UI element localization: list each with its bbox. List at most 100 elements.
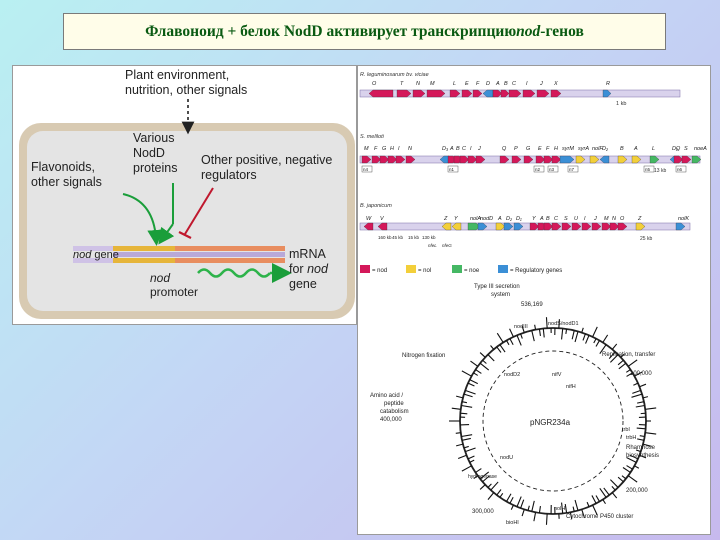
r-leg-letter-3: M: [430, 81, 435, 87]
plasmid-tick-19: [609, 479, 619, 488]
s-mel-letter-28: noeA: [694, 146, 707, 152]
plasmid-tick-5: [637, 438, 645, 441]
plasmid-tick-121: [582, 333, 586, 341]
plasmid-tick-114: [558, 319, 560, 329]
r-leg-gene-14: [602, 89, 612, 98]
b-jap-gene-16: [591, 222, 602, 231]
plasmid-tick-30: [581, 509, 586, 519]
plasmid-cytochrome: Cytochrome P450 cluster: [566, 514, 633, 520]
plasmid-tick-66: [457, 454, 467, 460]
plasmid-rhamnose: Rhamnose: [626, 445, 656, 451]
b-jap-letter-17: M: [604, 216, 609, 222]
plasmid-tick-119: [574, 331, 579, 343]
plasmid-tick-63: [461, 465, 472, 472]
b-jap-letter-19: O: [620, 216, 625, 222]
b-jap-label: B. japonicum: [360, 203, 392, 209]
r-leg-gene-1: [396, 89, 412, 98]
flavonoids-line1: Flavonoids,: [31, 160, 95, 174]
s-mel-box-label-5: n5: [645, 167, 651, 172]
plasmid-tick-90: [470, 360, 479, 367]
plasmid-tick-93: [479, 352, 486, 358]
b-jap-gene-2: [441, 222, 452, 231]
plasmid-tick-104: [520, 333, 523, 339]
plasmid-biohi: bioHI: [506, 520, 519, 526]
plasmid-tick-13: [626, 465, 633, 470]
b-jap-gene-21: [675, 222, 686, 231]
s-mel-letter-12: Q: [502, 146, 507, 152]
plasmid-tick-135: [627, 359, 638, 367]
s-mel-gene-20: [589, 155, 600, 164]
b-jap-gene-12: [551, 222, 562, 231]
legend-regulatory: = Regulatory genes: [510, 268, 562, 274]
b-jap-letter-21: nolK: [678, 216, 689, 222]
plasmid-tick-10: [629, 454, 639, 460]
s-mel-gene-19: [575, 155, 586, 164]
regulation-svg: Plant environment, nutrition, other sign…: [19, 68, 355, 319]
s-mel-box-4: [567, 165, 579, 173]
plasmid-300000: 300,000: [472, 509, 494, 515]
r-leg-gene-6: [472, 89, 483, 98]
legend-noe-swatch: [452, 265, 462, 273]
plasmid-tick-137: [626, 372, 633, 377]
regulation-diagram: Plant environment, nutrition, other sign…: [12, 65, 357, 325]
title-prefix: Флавоноид + белок NodD активирует транск…: [145, 22, 517, 40]
plasmid-tick-88: [473, 372, 479, 376]
s-mel-letter-2: G: [382, 146, 387, 152]
dna-promoter-mid: [113, 252, 175, 257]
s-mel-gene-2: [379, 155, 390, 164]
b-jap-letter-20: Z: [637, 216, 642, 222]
plasmid-tick-116: [565, 328, 568, 335]
s-mel-gene-17: [551, 155, 562, 164]
plasmid-tick-126: [602, 334, 609, 343]
b-jap-gene-9: [529, 222, 540, 231]
title-italic: nod: [516, 22, 541, 40]
s-mel-box-label-6: n6: [677, 167, 683, 172]
plasmid-type3: Type III secretion: [474, 284, 520, 290]
dna-left-bot: [73, 258, 113, 263]
plasmid-tick-118: [571, 330, 575, 340]
mrna-wave: [197, 268, 271, 278]
s-mel-gene-10: [467, 155, 478, 164]
plasmid-tick-35: [561, 502, 564, 514]
plasmid-hydrogenase: hydrogenase: [468, 474, 497, 480]
title-suffix: -генов: [540, 22, 584, 40]
plasmid-gene-ticks: [449, 317, 657, 525]
plasmid-tick-83: [464, 389, 476, 395]
legend-nol: = nol: [418, 268, 431, 274]
plasmid-tick-144: [642, 396, 649, 399]
plasmid-tick-16: [621, 475, 627, 480]
b-jap-letter-16: J: [593, 216, 597, 222]
b-jap-sub-4: nfeL: [428, 243, 437, 248]
flavonoids-line2: other signals: [31, 175, 102, 189]
plasmid-catabolism: catabolism: [380, 409, 409, 415]
s-mel-box-0: [361, 165, 373, 173]
b-jap-letter-13: S: [564, 216, 568, 222]
r-leg-gene-2: [412, 89, 426, 98]
legend-nol-swatch: [406, 265, 416, 273]
b-jap-gene-17: [601, 222, 612, 231]
plasmid-tick-58: [482, 475, 490, 483]
s-mel-letter-6: D₃: [442, 146, 449, 152]
b-jap-gene-18: [609, 222, 620, 231]
plasmid-amino: Amino acid /: [370, 393, 403, 399]
various-line3: proteins: [133, 161, 177, 175]
s-mel-scale: 13 kb: [654, 168, 666, 174]
b-jap-sub-2: 15 kb: [408, 235, 420, 240]
legend-reg-swatch: [498, 265, 508, 273]
r-leg-letter-13: X: [553, 81, 558, 87]
s-mel-letter-17: H: [554, 146, 558, 152]
plasmid-tick-23: [599, 488, 607, 498]
s-mel-letter-15: E: [538, 146, 542, 152]
plasmid-nods: nodS/nodD1: [548, 321, 579, 327]
plasmid-tick-49: [509, 496, 514, 504]
plasmid-tick-77: [460, 412, 468, 415]
b-jap-gene-11: [543, 222, 554, 231]
b-jap-genes: [363, 222, 686, 231]
plasmid-200000: 200,000: [626, 488, 648, 494]
r-leg-letter-10: C: [512, 81, 516, 87]
flavonoid-arrow: [122, 193, 164, 246]
nod-promoter-italic: nod: [150, 271, 170, 285]
plasmid-tick-145: [637, 401, 645, 404]
s-mel-letter-1: F: [374, 146, 378, 152]
s-mel-letter-22: B: [620, 146, 624, 152]
